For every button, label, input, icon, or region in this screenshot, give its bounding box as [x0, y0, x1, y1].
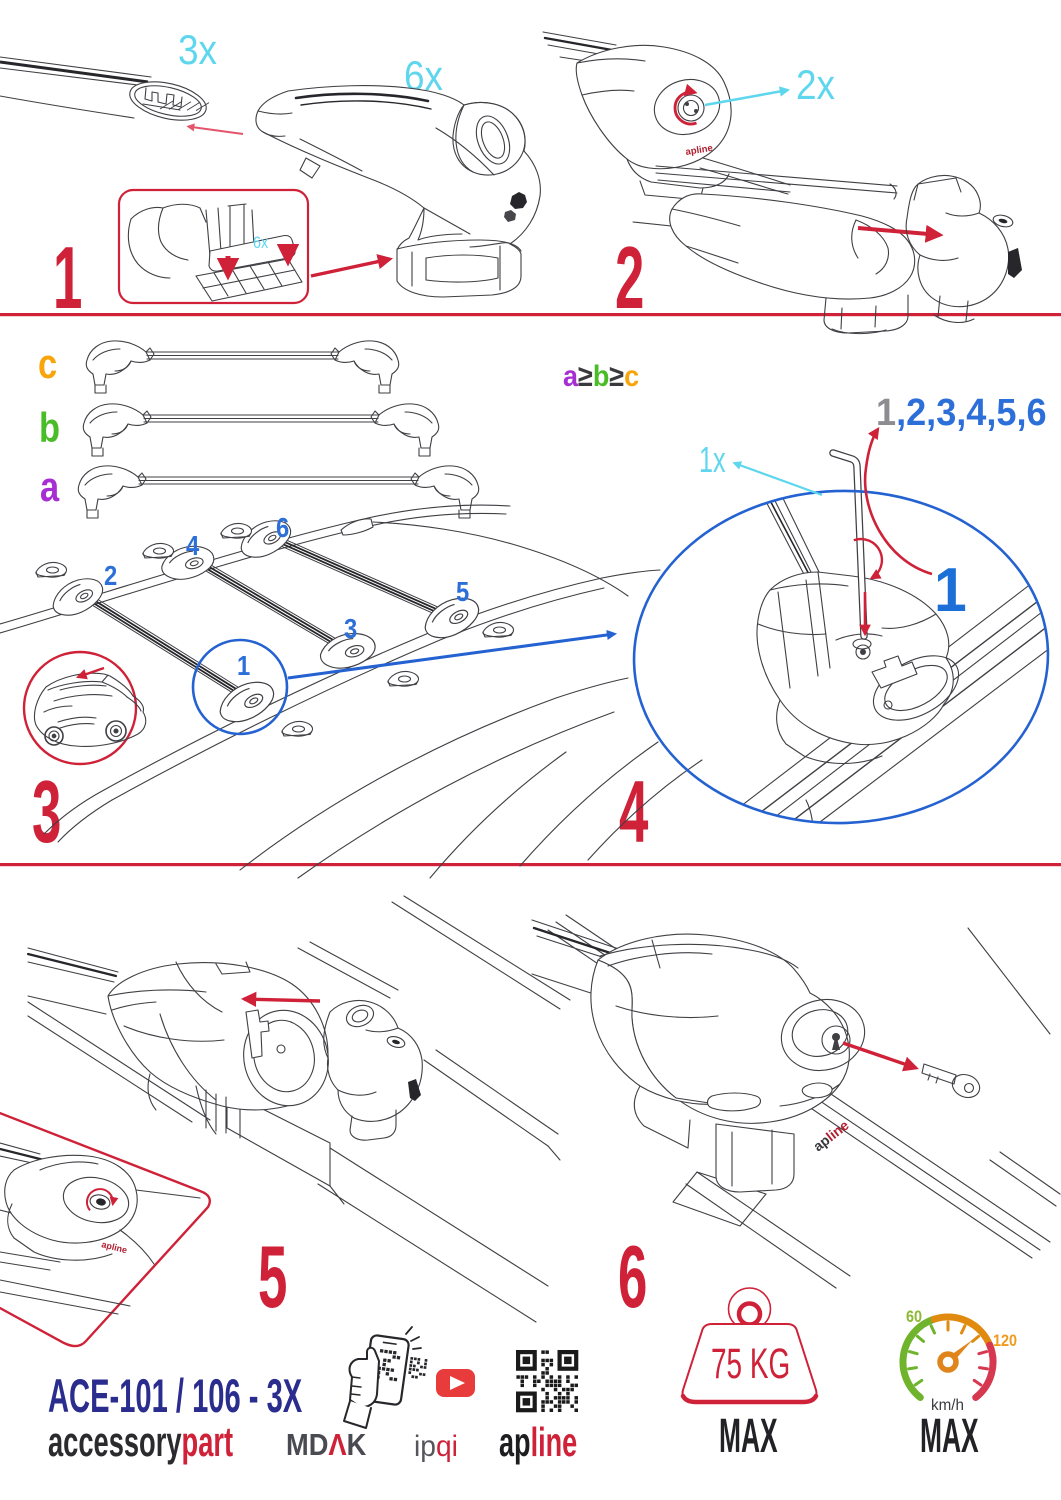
- svg-text:60: 60: [906, 1308, 922, 1326]
- svg-text:5: 5: [456, 575, 469, 607]
- svg-text:4: 4: [186, 529, 200, 561]
- svg-text:apline: apline: [499, 1421, 577, 1466]
- svg-text:5: 5: [258, 1228, 287, 1326]
- svg-text:2: 2: [615, 229, 644, 327]
- svg-text:3: 3: [32, 763, 61, 861]
- svg-text:1x: 1x: [699, 440, 726, 481]
- svg-text:1: 1: [934, 555, 967, 625]
- svg-text:km/h: km/h: [931, 1397, 964, 1414]
- svg-text:3: 3: [344, 612, 357, 644]
- svg-text:b: b: [39, 405, 60, 452]
- svg-text:6: 6: [618, 1228, 647, 1326]
- svg-text:2x: 2x: [796, 62, 835, 109]
- svg-text:2: 2: [104, 559, 117, 591]
- svg-text:1: 1: [53, 229, 82, 327]
- svg-text:c: c: [38, 341, 57, 388]
- svg-text:accessorypart: accessorypart: [48, 1418, 233, 1465]
- svg-text:6: 6: [276, 511, 289, 543]
- svg-text:4: 4: [619, 763, 648, 861]
- svg-text:ACE-101 / 106 - 3X: ACE-101 / 106 - 3X: [48, 1371, 302, 1423]
- svg-text:3x: 3x: [178, 27, 217, 74]
- svg-text:MDΛK: MDΛK: [286, 1428, 366, 1462]
- svg-text:1: 1: [237, 649, 250, 681]
- svg-text:1,2,3,4,5,6: 1,2,3,4,5,6: [876, 390, 1047, 433]
- svg-text:120: 120: [993, 1332, 1017, 1350]
- svg-text:75 KG: 75 KG: [711, 1339, 790, 1388]
- svg-text:ipqi: ipqi: [414, 1430, 458, 1463]
- svg-text:a: a: [40, 464, 60, 511]
- svg-text:MAX: MAX: [920, 1410, 979, 1463]
- svg-text:apline: apline: [685, 143, 714, 158]
- svg-text:a≥b≥c: a≥b≥c: [563, 360, 639, 394]
- svg-text:6x: 6x: [253, 234, 268, 252]
- svg-text:MAX: MAX: [719, 1410, 778, 1463]
